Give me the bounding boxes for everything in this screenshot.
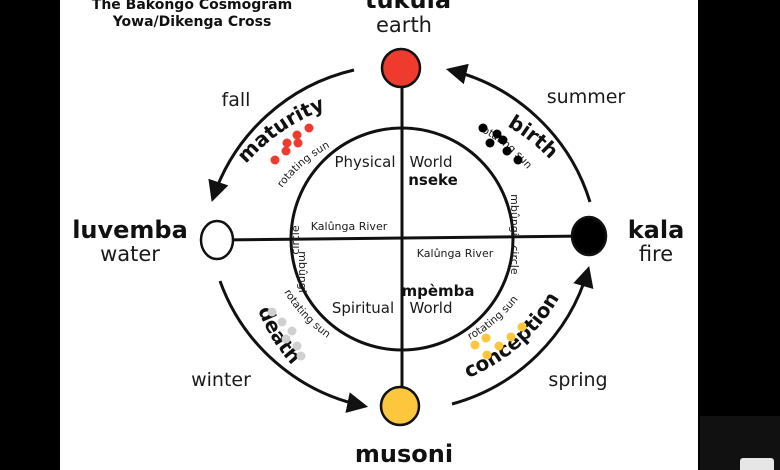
dot [304, 123, 314, 133]
dot [482, 350, 492, 360]
word-kalunga-right: Kalûnga River [417, 247, 494, 260]
word-mpemba: mpèmba [401, 282, 474, 300]
label-water: water [100, 242, 160, 266]
word-mbungi-left: mbûngi [296, 251, 309, 293]
dot [296, 351, 306, 361]
dot [492, 129, 502, 139]
dot [270, 155, 280, 165]
label-luvemba: luvemba [72, 216, 188, 244]
dot [287, 326, 297, 336]
dot [293, 138, 303, 148]
word-nseke: nseke [408, 171, 458, 189]
header-line2: Yowa/Dikenga Cross [112, 14, 272, 30]
arrow-fall [208, 68, 355, 202]
label-kala: kala [628, 216, 685, 244]
dots-death [267, 307, 306, 361]
corner-button[interactable] [740, 458, 774, 470]
word-world-upper: World [410, 153, 453, 171]
word-physical: Physical [334, 153, 395, 171]
season-fall: fall [222, 89, 251, 111]
dot [494, 341, 504, 351]
dot [292, 130, 302, 140]
dot [267, 307, 277, 317]
dot [506, 332, 516, 342]
header-line1: The Bakongo Cosmogram [92, 0, 292, 13]
season-summer: summer [547, 86, 626, 108]
dot [481, 333, 491, 343]
word-kalunga-left: Kalûnga River [311, 220, 388, 233]
word-world-lower: World [410, 299, 453, 317]
season-spring: spring [548, 369, 607, 391]
dot [282, 138, 292, 148]
node-musoni [379, 385, 421, 427]
node-tukula [380, 47, 422, 89]
word-circle-right: circle [508, 245, 521, 274]
dots-maturity [270, 123, 314, 165]
arrow-summer [445, 63, 592, 203]
dot [513, 155, 523, 165]
dot [470, 340, 480, 350]
dot [281, 334, 291, 344]
dot [478, 123, 488, 133]
dots-birth [478, 123, 523, 165]
season-winter: winter [191, 369, 251, 391]
arrow-spring [451, 265, 594, 406]
label-tukula: tukula [365, 0, 451, 14]
dot [281, 146, 291, 156]
dot [277, 317, 287, 327]
dot [485, 138, 495, 148]
dot [292, 341, 302, 351]
horizontal-axis [217, 234, 589, 242]
dots-conception [470, 322, 527, 360]
label-earth: earth [376, 13, 432, 37]
word-circle-left: circle [289, 225, 302, 254]
node-kala [570, 215, 608, 257]
arrow-winter [218, 280, 369, 413]
dot [498, 135, 508, 145]
label-fire: fire [639, 242, 673, 266]
word-spiritual: Spiritual [332, 299, 394, 317]
rotating-sun-tl: rotating sun [275, 139, 332, 190]
dot [502, 146, 512, 156]
dot [517, 322, 527, 332]
node-luvemba [199, 219, 235, 261]
label-musoni: musoni [355, 440, 453, 468]
word-mbungi-right: mbûngi [508, 194, 521, 236]
